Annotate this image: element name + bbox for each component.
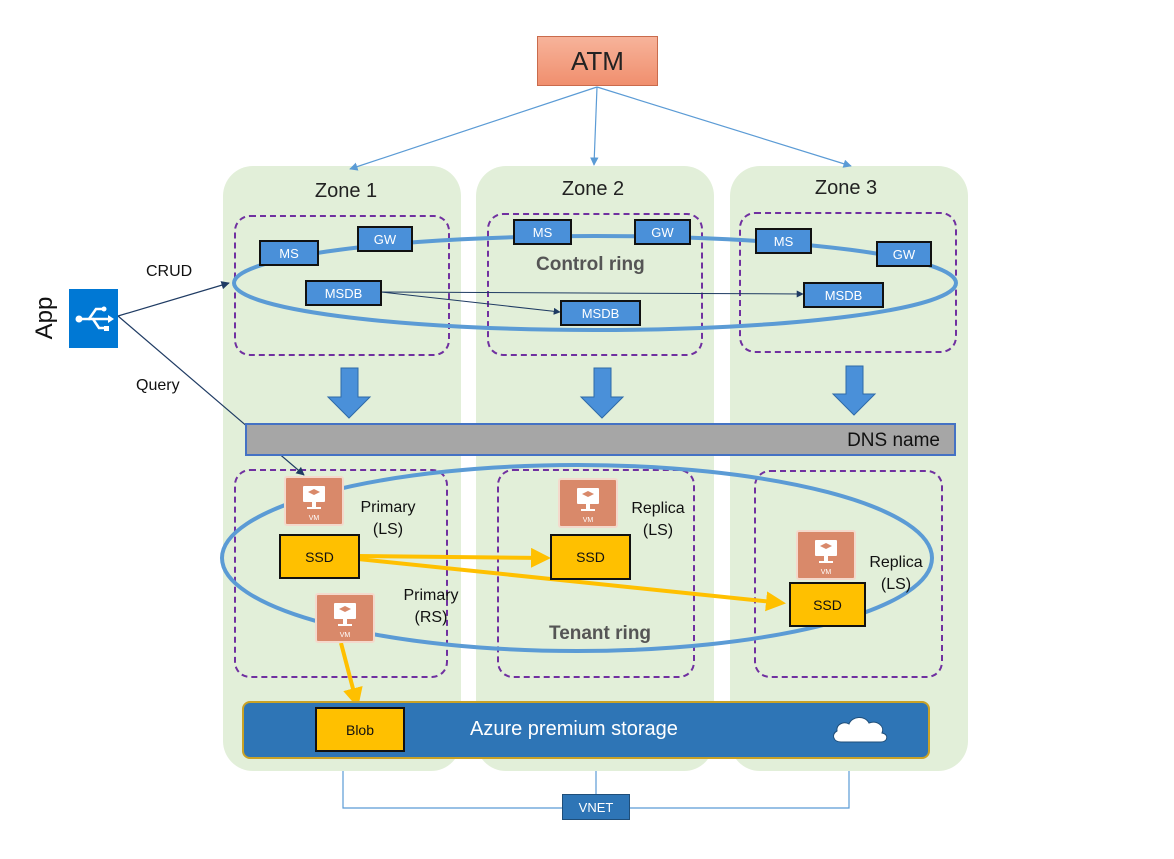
atm-box: ATM (537, 36, 658, 86)
zone-3-ssd: SSD (789, 582, 866, 627)
svg-text:VM: VM (340, 632, 351, 639)
zone-3-replica-label: Replica (LS) (869, 554, 923, 593)
zone-3-msdb-node: MSDB (803, 282, 884, 308)
usb-icon (69, 289, 118, 348)
svg-text:VM: VM (821, 569, 832, 576)
crud-label: CRUD (146, 263, 193, 280)
zone-1-ms-node: MS (259, 240, 319, 266)
zone-2-gw-node: GW (634, 219, 691, 245)
zone-2-ms-node: MS (513, 219, 572, 245)
vm-icon: VM (815, 540, 837, 576)
zone-2-ssd: SSD (550, 534, 631, 580)
zone-1-primary-ls-label: Primary (LS) (360, 499, 416, 538)
atm-to-zone-3-arrow (596, 86, 852, 168)
dns-name-bar: DNS name (245, 423, 956, 456)
blob-box: Blob (315, 707, 405, 752)
vm-icon: VM (303, 486, 325, 522)
zone-3-gw-node: GW (876, 241, 932, 267)
zone-2-msdb-node: MSDB (560, 300, 641, 326)
zone-3-ms-node: MS (755, 228, 812, 254)
vm-to-blob-arrow (339, 642, 363, 708)
zone-2-down-arrow (579, 367, 625, 419)
zone-1-tenant-group (234, 469, 448, 678)
msdb-to-zone-3-arrow (380, 290, 804, 298)
app-label: App (31, 296, 58, 340)
vm-icon: VM (577, 488, 599, 524)
azure-premium-storage-label: Azure premium storage (470, 718, 678, 740)
atm-to-zone-1-arrow (349, 86, 598, 171)
ssd-to-zone-3-arrow (357, 557, 786, 612)
zone-3-tenant-group (754, 470, 943, 678)
vnet-connector-right (630, 771, 850, 809)
zone-1-primary-ls-vm: VM (284, 476, 344, 526)
zone-3-down-arrow (831, 365, 877, 416)
dns-name-label: DNS name (847, 430, 940, 451)
query-label: Query (136, 377, 180, 394)
msdb-to-zone-2-arrow (380, 291, 561, 315)
vnet-box: VNET (562, 794, 630, 820)
zone-1-down-arrow (326, 367, 372, 419)
zone-1-title: Zone 1 (314, 180, 378, 202)
zone-2-control-group (487, 213, 703, 356)
zone-2-replica-vm: VM (558, 478, 618, 528)
crud-arrow (117, 281, 230, 317)
zone-1-msdb-node: MSDB (305, 280, 382, 306)
ssd-to-zone-2-arrow (357, 547, 551, 568)
tenant-ring-label: Tenant ring (549, 623, 652, 644)
control-ring-label: Control ring (536, 254, 645, 275)
zone-3-replica-vm: VM (796, 530, 856, 580)
zone-1-gw-node: GW (357, 226, 413, 252)
svg-text:VM: VM (583, 517, 594, 524)
zone-2-title: Zone 2 (561, 178, 625, 200)
vnet-connector (342, 771, 562, 809)
zone-1-ssd: SSD (279, 534, 360, 579)
zone-1-primary-rs-vm: VM (315, 593, 375, 643)
zone-1-primary-rs-label: Primary (RS) (403, 587, 459, 626)
svg-text:VM: VM (309, 515, 320, 522)
zone-1-panel (223, 166, 461, 771)
tenant-ring (220, 463, 934, 653)
atm-to-zone-2-arrow (590, 86, 599, 166)
zone-2-replica-label: Replica (LS) (631, 500, 685, 539)
cloud-icon (833, 717, 888, 743)
zone-3-title: Zone 3 (814, 177, 878, 199)
vm-icon: VM (334, 603, 356, 639)
control-ring (232, 234, 958, 332)
